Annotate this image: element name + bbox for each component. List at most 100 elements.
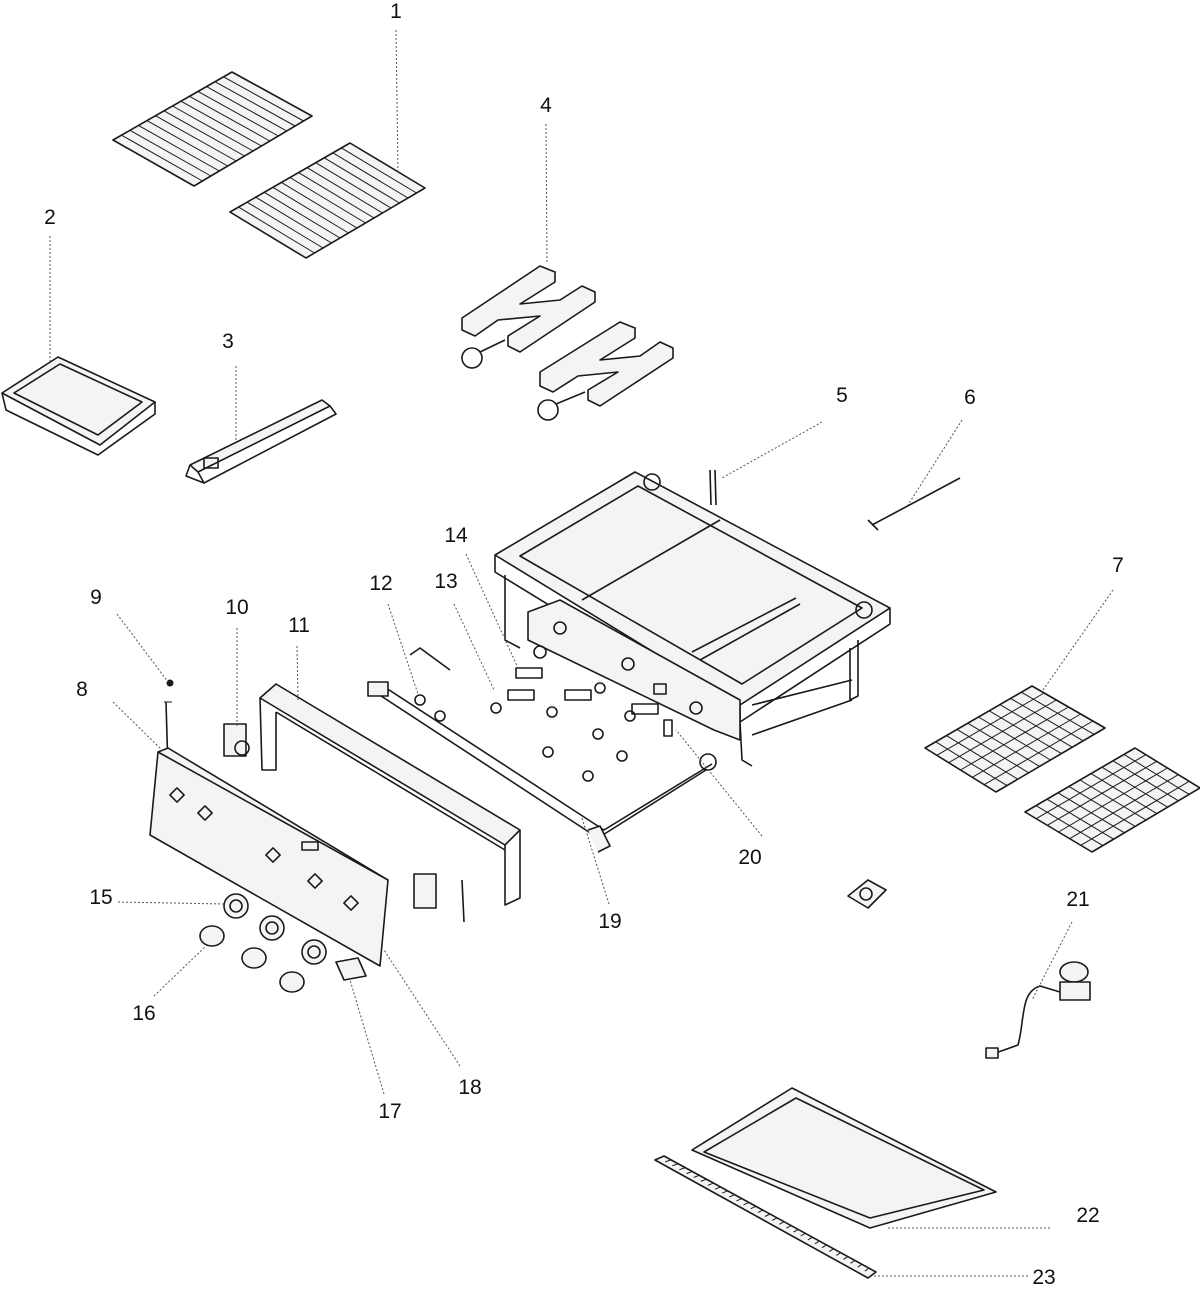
callout-16: 16 (132, 1002, 155, 1025)
callout-17: 17 (378, 1100, 401, 1123)
detail-line (238, 206, 315, 254)
detail-line (246, 201, 324, 249)
callout-8: 8 (76, 678, 88, 701)
part-7-radiants (924, 685, 1200, 853)
callout-13: 13 (434, 570, 457, 593)
detail-line (736, 1198, 742, 1202)
callout-14: 14 (444, 524, 468, 547)
detail-line (843, 1256, 849, 1260)
detail-line (686, 1170, 693, 1175)
callout-10: 10 (225, 596, 248, 619)
detail-line (779, 1221, 785, 1225)
part-4-burners (461, 265, 674, 421)
detail-line (757, 1209, 764, 1214)
part-17-label (335, 957, 367, 981)
detail-line (700, 1178, 707, 1182)
detail-line (121, 134, 203, 182)
detail-line (1069, 774, 1179, 840)
callout-2: 2 (44, 206, 56, 229)
detail-line (264, 191, 341, 239)
callout-1: 1 (390, 0, 402, 23)
callout-21: 21 (1066, 888, 1089, 911)
detail-line (771, 1217, 778, 1221)
detail-line (197, 90, 279, 137)
part-22-bottom-tray (691, 1087, 997, 1229)
detail-line (315, 162, 392, 209)
part-9-screw (166, 679, 174, 687)
detail-line (786, 1225, 792, 1229)
detail-line (714, 1186, 721, 1190)
part-11-front-frame (259, 683, 521, 906)
detail-line (764, 1213, 771, 1217)
detail-line (214, 81, 296, 127)
detail-line (341, 147, 417, 194)
callout-3: 3 (222, 330, 234, 353)
detail-line (1058, 767, 1168, 833)
detail-line (172, 105, 254, 152)
detail-line (332, 152, 409, 199)
detail-line (272, 186, 349, 234)
callout-15: 15 (89, 886, 112, 909)
part-10-switch (223, 723, 250, 757)
detail-line (129, 129, 212, 177)
detail-line (223, 76, 304, 122)
detail-line (255, 196, 332, 244)
detail-line (1047, 760, 1157, 826)
part-18-control-panel (149, 747, 389, 967)
detail-line (807, 1236, 813, 1241)
detail-line (936, 692, 1045, 756)
detail-line (972, 713, 1081, 778)
detail-line (693, 1174, 700, 1178)
detail-line (743, 1201, 750, 1206)
detail-line (729, 1194, 735, 1198)
switch-duplicate (413, 873, 465, 923)
callout-19: 19 (598, 910, 621, 933)
detail-line (324, 157, 400, 204)
callout-7: 7 (1112, 554, 1124, 577)
callout-11: 11 (288, 614, 310, 637)
ignitor-module (847, 879, 887, 909)
callout-22: 22 (1076, 1204, 1099, 1227)
detail-line (155, 115, 237, 162)
detail-line (163, 110, 245, 157)
callout-12: 12 (369, 572, 392, 595)
detail-line (793, 1229, 799, 1233)
callout-labels: 1 2 3 4 5 6 7 8 9 10 11 12 13 14 15 16 1… (44, 0, 1124, 1289)
detail-line (281, 182, 358, 229)
detail-line (722, 1190, 728, 1194)
part-16-knobs (199, 925, 305, 993)
detail-line (672, 1163, 679, 1167)
detail-line (306, 167, 383, 214)
callout-6: 6 (964, 386, 976, 409)
part-6-probe (867, 477, 961, 531)
detail-line (664, 1159, 672, 1163)
detail-line (983, 720, 1094, 786)
detail-line (1080, 780, 1190, 846)
part-1-cooking-grates (112, 71, 426, 259)
callout-18: 18 (458, 1076, 481, 1099)
callout-5: 5 (836, 384, 848, 407)
callout-9: 9 (90, 586, 102, 609)
detail-line (857, 1263, 863, 1268)
detail-line (146, 120, 228, 167)
detail-line (180, 100, 262, 147)
part-21-regulator-hose (985, 961, 1091, 1059)
callout-4: 4 (540, 94, 552, 117)
part-5-rod (709, 469, 717, 506)
leader-lines (49, 29, 1114, 1277)
detail-line (800, 1232, 806, 1237)
detail-line (836, 1252, 841, 1256)
detail-line (707, 1182, 714, 1186)
detail-line (289, 177, 366, 224)
part-19-manifold (367, 681, 717, 853)
callout-20: 20 (738, 846, 761, 869)
detail-line (850, 1259, 856, 1264)
firebox-housing (494, 471, 891, 767)
part-23-trim-rail (654, 1155, 877, 1279)
detail-line (189, 95, 271, 142)
detail-line (206, 86, 287, 132)
detail-line (948, 699, 1057, 764)
detail-line (138, 124, 220, 172)
detail-line (960, 706, 1069, 771)
